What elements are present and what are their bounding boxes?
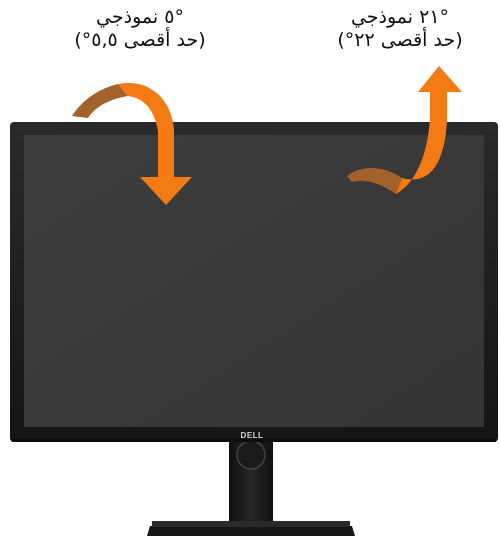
backward-arrow-head (418, 66, 462, 92)
backward-tilt-label: °٢١ نموذجي (حد أقصى ٢٢°) (300, 6, 500, 52)
backward-tilt-arrow (347, 66, 462, 194)
stand-base-top (152, 521, 350, 527)
forward-arrow-back-band (72, 84, 128, 118)
backward-arrow-back-band (347, 167, 402, 194)
backward-arrow-front-band (396, 92, 447, 194)
forward-arrow-head (140, 177, 192, 205)
forward-tilt-label: °٥ نموذجي (حد أقصى ٥,٥°) (40, 6, 240, 52)
brand-logo: DELL (241, 431, 264, 440)
forward-tilt-nominal: °٥ نموذجي (96, 6, 184, 28)
backward-tilt-maximum: (حد أقصى ٢٢°) (337, 29, 463, 51)
backward-tilt-nominal: °٢١ نموذجي (350, 6, 450, 28)
forward-arrow-front-band (118, 83, 174, 177)
forward-tilt-maximum: (حد أقصى ٥,٥°) (74, 29, 206, 51)
forward-tilt-arrow (72, 83, 192, 205)
stand-base (147, 526, 355, 536)
cable-hole (236, 440, 266, 470)
bezel-bottom-edge (12, 439, 496, 442)
